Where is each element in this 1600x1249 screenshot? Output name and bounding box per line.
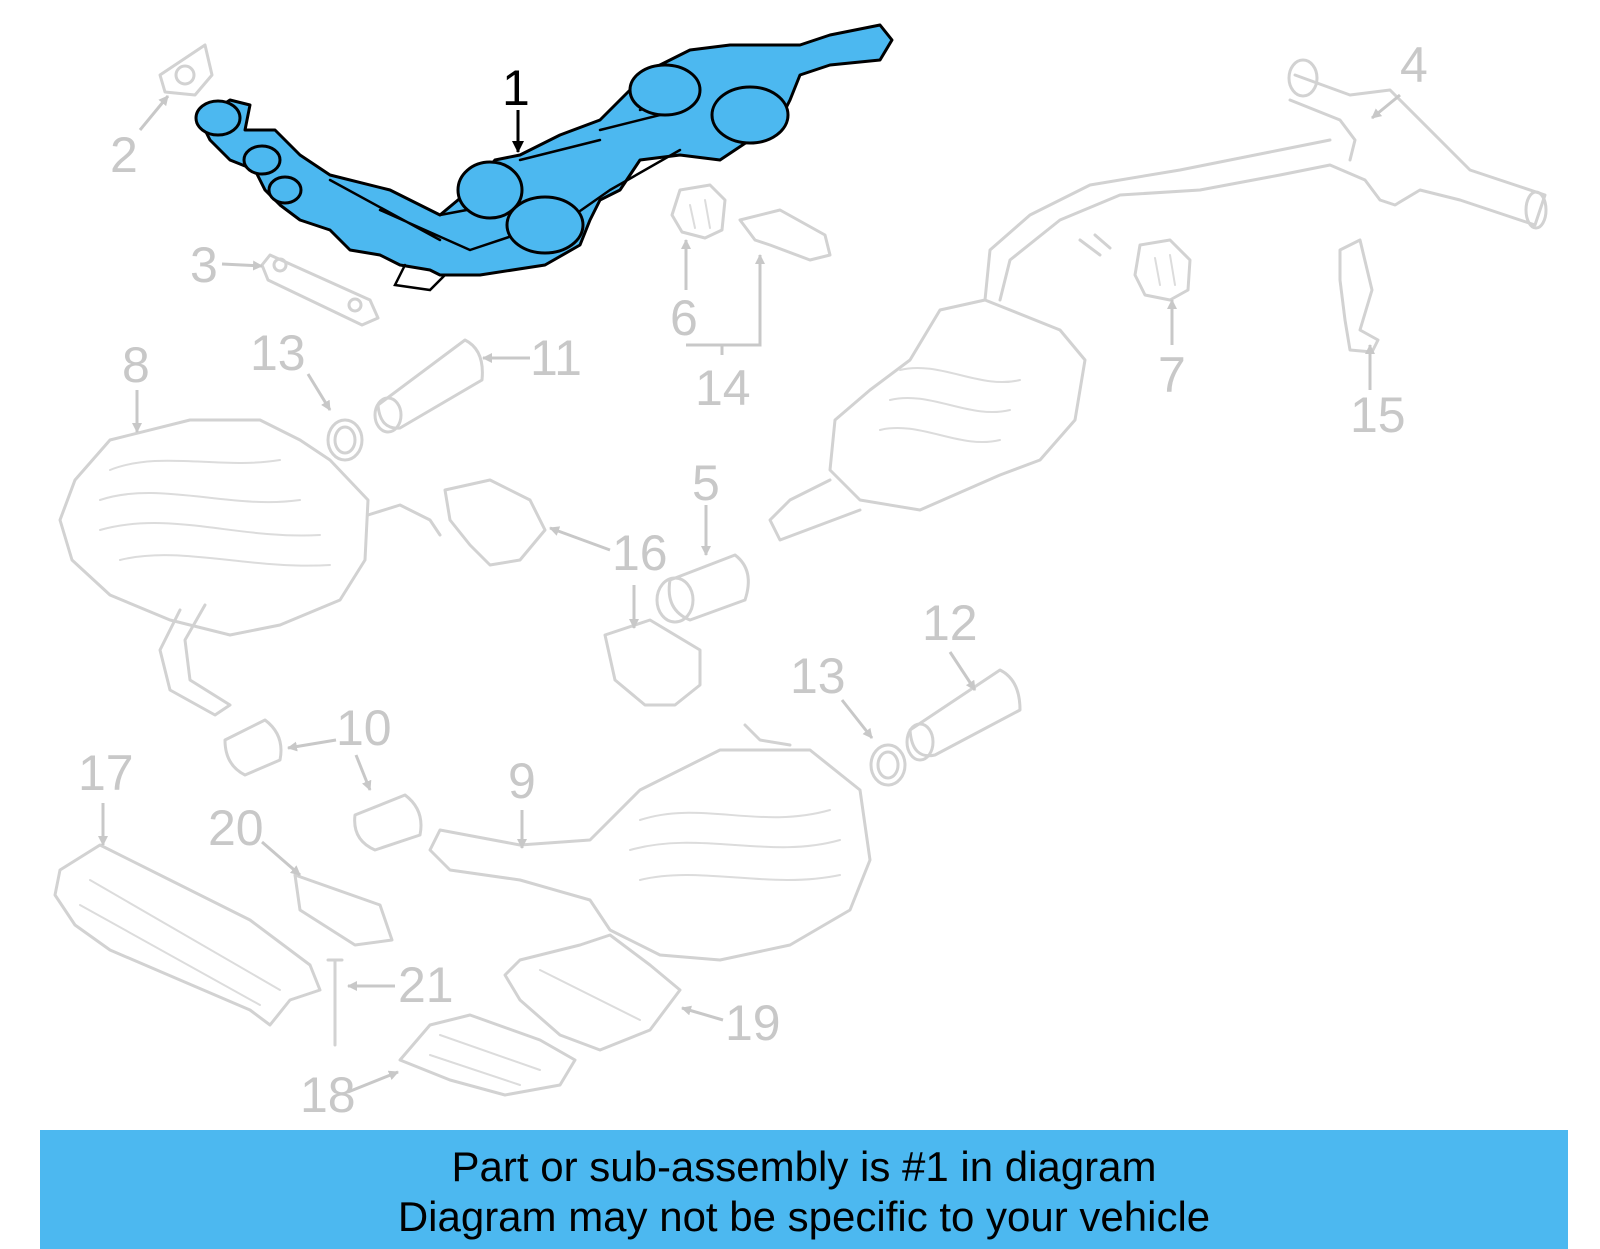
callout-21: 21: [398, 957, 454, 1013]
callout-19: 19: [725, 995, 781, 1051]
callout-15: 15: [1350, 387, 1406, 443]
part-2-gasket: [158, 43, 214, 97]
part-10-connectors: [223, 718, 423, 852]
part-7-hanger: [1133, 238, 1192, 302]
part-6-hangers: [670, 183, 832, 262]
part-13-clamp-upper: [326, 418, 364, 462]
banner-line-2: Diagram may not be specific to your vehi…: [397, 1193, 1211, 1240]
callout-11: 11: [530, 330, 582, 386]
part-21-pin: [326, 958, 344, 1047]
callout-18: 18: [300, 1067, 356, 1123]
part-5-clamp: [655, 553, 750, 624]
part-9-muffler-center: [428, 723, 872, 962]
callout-7: 7: [1158, 347, 1186, 403]
callout-8: 8: [122, 337, 150, 393]
callout-2: 2: [110, 127, 138, 183]
callout-10a: 10: [336, 700, 392, 756]
callout-16: 16: [612, 525, 668, 581]
part-13-clamp-lower: [869, 743, 907, 787]
rear-muffler-right: [768, 233, 1112, 542]
part-1-catalytic-converter: [194, 23, 894, 292]
part-3-gasket: [260, 253, 380, 327]
part-19-shield: [503, 933, 682, 1052]
callout-20: 20: [208, 800, 264, 856]
callout-17: 17: [78, 745, 134, 801]
part-18-shield: [398, 1013, 577, 1097]
part-20-plate: [293, 873, 394, 947]
part-8-muffler-left: [58, 418, 442, 717]
banner-line-1: Part or sub-assembly is #1 in diagram: [451, 1143, 1157, 1190]
callout-14: 14: [695, 360, 751, 416]
callout-6: 6: [670, 290, 698, 346]
callout-9: 9: [508, 753, 536, 809]
callout-12: 12: [922, 595, 978, 651]
part-11-tailpipe-tip: [373, 338, 484, 434]
info-banner: Part or sub-assembly is #1 in diagram Di…: [40, 1130, 1568, 1249]
part-12-tailpipe-tip: [905, 668, 1022, 762]
part-16-brackets: [443, 478, 702, 707]
callout-13b: 13: [790, 648, 846, 704]
callout-5: 5: [692, 455, 720, 511]
callout-4: 4: [1400, 37, 1428, 93]
callout-13a: 13: [250, 325, 306, 381]
callout-3: 3: [190, 237, 218, 293]
part-4-rear-pipe: [983, 58, 1548, 302]
part-17-heat-shield: [53, 843, 322, 1027]
callout-1: 1: [502, 60, 530, 116]
part-15-bracket: [1338, 238, 1380, 354]
